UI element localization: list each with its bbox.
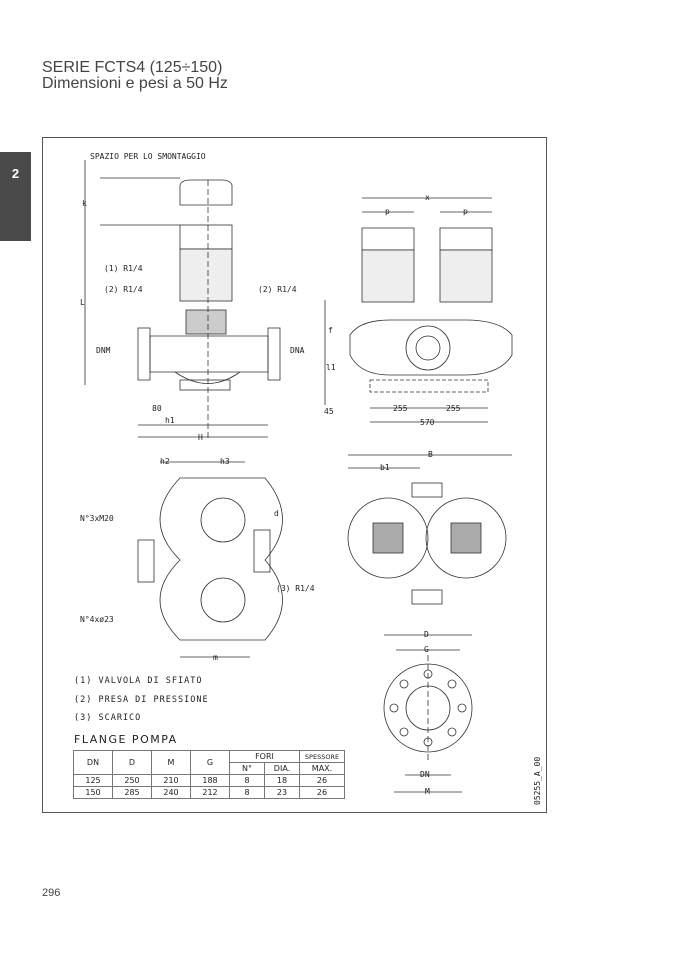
cell: 8: [229, 786, 265, 799]
label-x: x: [425, 193, 430, 202]
label-DN: DN: [420, 770, 430, 779]
label-B: B: [428, 450, 433, 459]
label-r1: (1) R1/4: [104, 264, 143, 273]
label-D: D: [424, 630, 429, 639]
cell: 125: [73, 774, 113, 787]
label-45: 45: [324, 407, 334, 416]
cell: 250: [112, 774, 152, 787]
label-d: d: [274, 509, 279, 518]
label-h1: h1: [165, 416, 175, 425]
page-title: SERIE FCTS4 (125÷150)Dimensioni e pesi a…: [42, 60, 228, 92]
label-M: M: [425, 787, 430, 796]
label-r2a: (2) R1/4: [104, 285, 143, 294]
header-g: G: [190, 750, 230, 775]
header-d: D: [112, 750, 152, 775]
cell: 18: [264, 774, 300, 787]
header-dia: DIA.: [264, 762, 300, 775]
drawing-code: 05255_A_00: [533, 757, 542, 805]
series-title: SERIE FCTS4 (125÷150): [42, 59, 223, 76]
header-dn: DN: [73, 750, 113, 775]
label-80: 80: [152, 404, 162, 413]
label-dnm: DNM: [96, 346, 111, 355]
cell: 150: [73, 786, 113, 799]
label-b1: b1: [380, 463, 390, 472]
legend-item: (2) PRESA DI PRESSIONE: [74, 695, 209, 705]
label-f: f: [328, 326, 333, 335]
label-n4: N°4xø23: [80, 615, 114, 624]
header-m: M: [151, 750, 191, 775]
label-m: m: [213, 653, 218, 662]
double-pump-top-view: [347, 454, 512, 605]
label-k: k: [82, 199, 87, 208]
label-L: L: [80, 298, 85, 307]
pump-side-view: [84, 160, 281, 440]
label-H: H: [198, 433, 203, 442]
label-dna: DNA: [290, 346, 305, 355]
header-n: N°: [229, 762, 265, 775]
label-255b: 255: [446, 404, 461, 413]
section-tab: 2: [0, 152, 31, 241]
label-m20: N°3xM20: [80, 514, 114, 523]
cell: 23: [264, 786, 300, 799]
cell: 188: [190, 774, 230, 787]
cell: 26: [299, 774, 345, 787]
label-h3: h3: [220, 457, 230, 466]
label-h2: h2: [160, 457, 170, 466]
flange-view: [383, 634, 473, 793]
subtitle: Dimensioni e pesi a 50 Hz: [42, 75, 228, 92]
header-spessore: SPESSORE: [299, 750, 345, 763]
cell: 210: [151, 774, 191, 787]
label-r3: (3) R1/4: [276, 584, 315, 593]
label-l1: l1: [326, 363, 336, 372]
pump-top-view: [137, 461, 283, 658]
flange-table-title: FLANGE POMPA: [74, 733, 178, 746]
page-number: 296: [42, 887, 61, 899]
pump-front-view: [324, 197, 513, 423]
header-max: MAX.: [299, 762, 345, 775]
cell: 212: [190, 786, 230, 799]
label-G: G: [424, 645, 429, 654]
label-smontaggio: SPAZIO PER LO SMONTAGGIO: [90, 152, 206, 161]
header-fori: FORI: [229, 750, 300, 763]
drawing-frame: [42, 137, 547, 813]
label-r2b: (2) R1/4: [258, 285, 297, 294]
cell: 8: [229, 774, 265, 787]
legend-item: (1) VALVOLA DI SFIATO: [74, 676, 203, 686]
label-p2: p: [463, 207, 468, 216]
legend-item: (3) SCARICO: [74, 713, 142, 723]
cell: 240: [151, 786, 191, 799]
label-255a: 255: [393, 404, 408, 413]
label-p1: p: [385, 207, 390, 216]
label-570: 570: [420, 418, 435, 427]
cell: 26: [299, 786, 345, 799]
cell: 285: [112, 786, 152, 799]
